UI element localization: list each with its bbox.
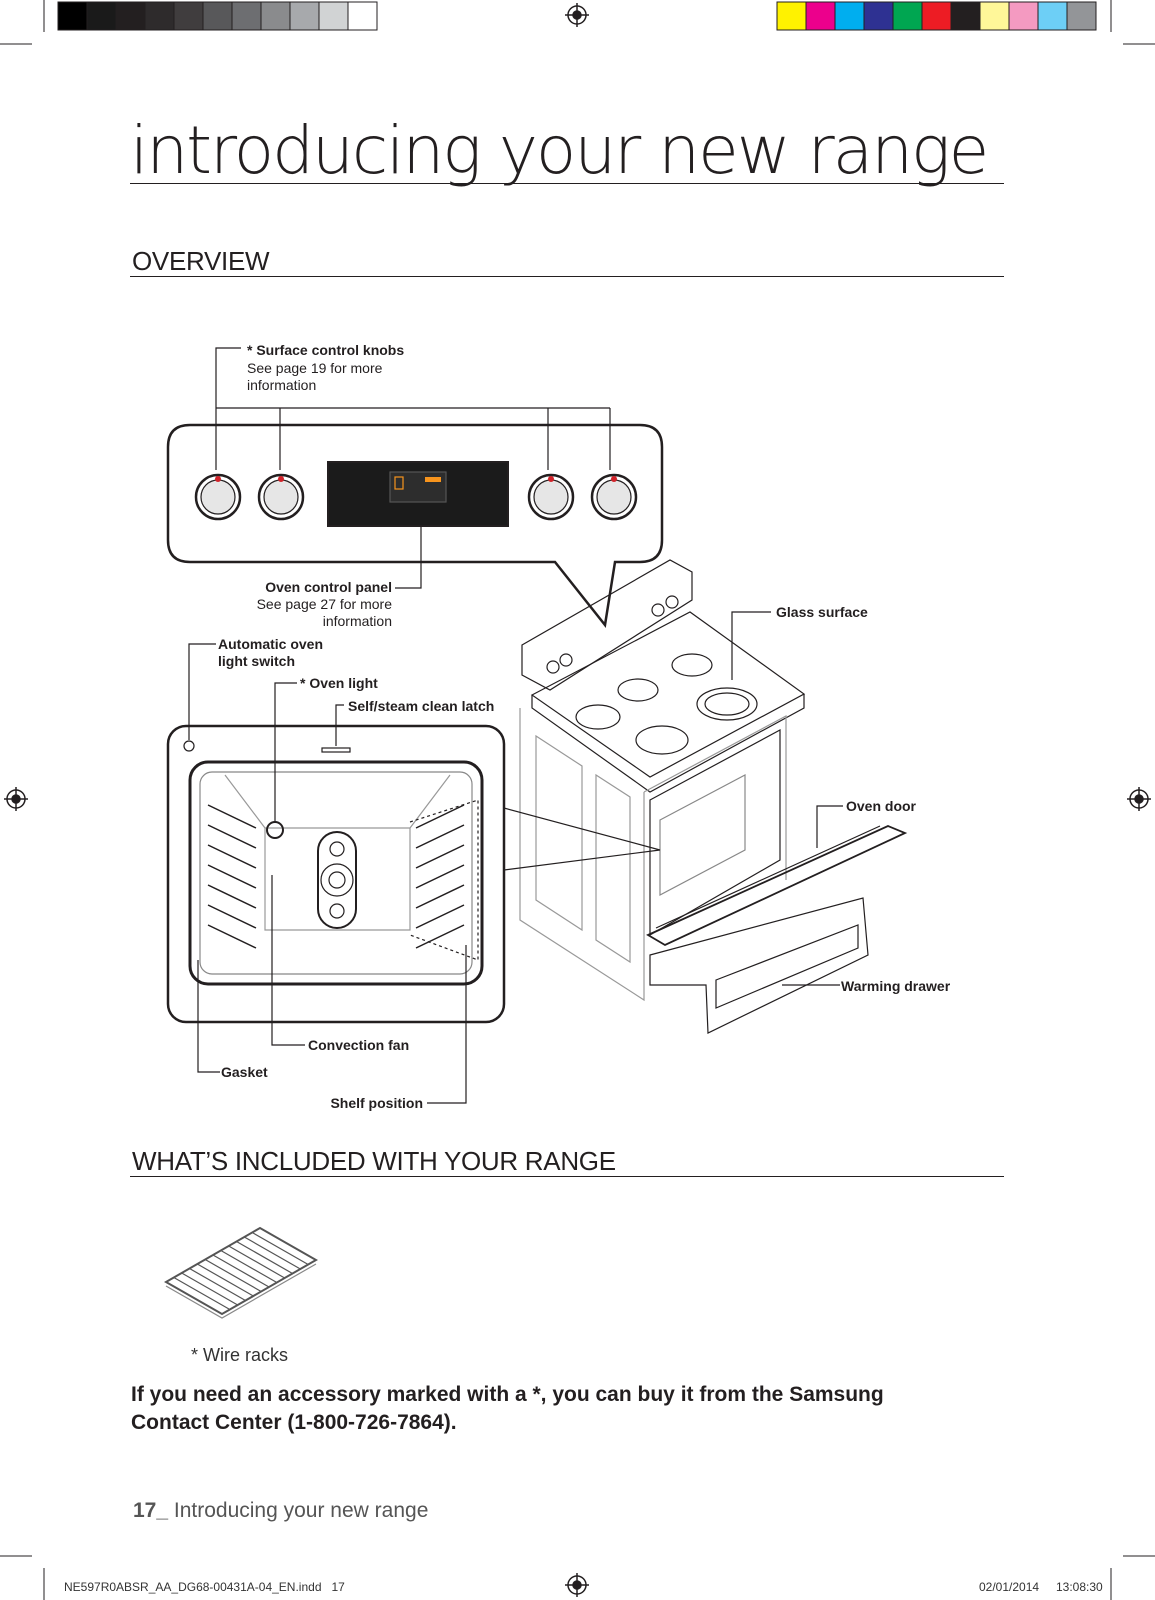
oven-panel-sub1: See page 27 for more [256, 596, 392, 612]
print-marks-top [0, 0, 1155, 45]
glass-surface-label: Glass surface [776, 604, 868, 620]
footer-title: Introducing your new range [168, 1499, 429, 1522]
page-footer: 17_ Introducing your new range [133, 1499, 428, 1523]
shelf-position-label: Shelf position [330, 1095, 423, 1111]
auto-light-label-1: Automatic oven [218, 636, 324, 652]
surface-knob-1-icon [194, 473, 242, 521]
oven-interior-callout [166, 724, 506, 1024]
print-date: 02/01/2014 [979, 1580, 1040, 1594]
accessory-note: If you need an accessory marked with a *… [131, 1381, 1031, 1437]
calibration-swatch [347, 1, 378, 31]
cooktop-glass [530, 611, 806, 778]
surface-knobs-sub1: See page 19 for more [247, 360, 383, 376]
file-name: NE597R0ABSR_AA_DG68-00431A-04_EN.indd 17 [64, 1580, 345, 1594]
overview-heading: OVERVIEW [132, 246, 270, 276]
calibration-swatch [86, 1, 117, 31]
print-marks-bottom [0, 1555, 1155, 1600]
wire-rack-icon [163, 1226, 319, 1319]
overview-rule [130, 276, 1004, 277]
calibration-swatch [289, 1, 320, 31]
crop-marks-bottom-icon [0, 1555, 1155, 1600]
included-rule [130, 1176, 1004, 1177]
oven-cavity [649, 728, 781, 937]
calibration-swatch [834, 1, 865, 31]
calibration-swatch [57, 1, 88, 31]
accessory-note-line-1: If you need an accessory marked with a *… [131, 1383, 884, 1406]
calibration-swatch [1037, 1, 1068, 31]
convection-fan-label: Convection fan [308, 1037, 410, 1053]
gray-calibration-bar [57, 1, 378, 31]
registration-mark-bottom-icon [565, 1573, 589, 1597]
title-rule [130, 183, 1004, 184]
calibration-swatch [318, 1, 349, 31]
registration-mark-right-icon [1127, 787, 1151, 811]
shelf-supports-left [207, 804, 257, 949]
oven-door-panel [646, 825, 908, 947]
crop-marks-top-icon [0, 0, 1155, 45]
calibration-swatch [115, 1, 146, 31]
surface-knobs-sub2: information [247, 377, 317, 393]
calibration-swatch [776, 1, 807, 31]
included-heading: WHAT’S INCLUDED WITH YOUR RANGE [132, 1146, 616, 1176]
wire-racks-label: * Wire racks [191, 1345, 289, 1365]
surface-knob-4-icon [590, 473, 638, 521]
surface-knobs-label: * Surface control knobs [247, 342, 405, 358]
page-title: introducing your new range [130, 112, 989, 189]
print-time: 13:08:30 [1056, 1580, 1103, 1594]
page-number: 17_ [133, 1499, 169, 1522]
registration-mark-left-icon [4, 787, 28, 811]
surface-knob-3-icon [527, 473, 575, 521]
calibration-swatch [1008, 1, 1039, 31]
warming-drawer-panel [649, 897, 869, 1034]
surface-knob-2-icon [257, 473, 305, 521]
calibration-swatch [231, 1, 262, 31]
calibration-swatch [950, 1, 981, 31]
auto-light-switch-icon [183, 740, 195, 752]
accessory-note-line-2: Contact Center (1-800-726-7864). [131, 1411, 457, 1434]
calibration-swatch [202, 1, 233, 31]
registration-mark-top-icon [565, 3, 589, 27]
clean-latch-icon [321, 747, 351, 753]
calibration-swatch [1066, 1, 1097, 31]
calibration-swatch [260, 1, 291, 31]
auto-light-label-2: light switch [218, 653, 295, 669]
calibration-swatch [979, 1, 1010, 31]
range-backguard [521, 559, 693, 691]
calibration-swatch [863, 1, 894, 31]
calibration-swatch [144, 1, 175, 31]
gasket-label: Gasket [221, 1064, 268, 1080]
calibration-swatch [173, 1, 204, 31]
calibration-swatch [892, 1, 923, 31]
color-calibration-bar [776, 1, 1097, 31]
calibration-swatch [805, 1, 836, 31]
oven-light-label: * Oven light [300, 675, 378, 691]
calibration-swatch [921, 1, 952, 31]
oven-panel-label: Oven control panel [265, 579, 392, 595]
oven-door-label: Oven door [846, 798, 917, 814]
range-overview-diagram [166, 347, 908, 1104]
oven-panel-sub2: information [322, 613, 392, 629]
clean-latch-label: Self/steam clean latch [348, 698, 495, 714]
convection-fan-icon [317, 831, 357, 929]
shelf-supports-right [415, 804, 465, 949]
warming-drawer-label: Warming drawer [841, 978, 951, 994]
